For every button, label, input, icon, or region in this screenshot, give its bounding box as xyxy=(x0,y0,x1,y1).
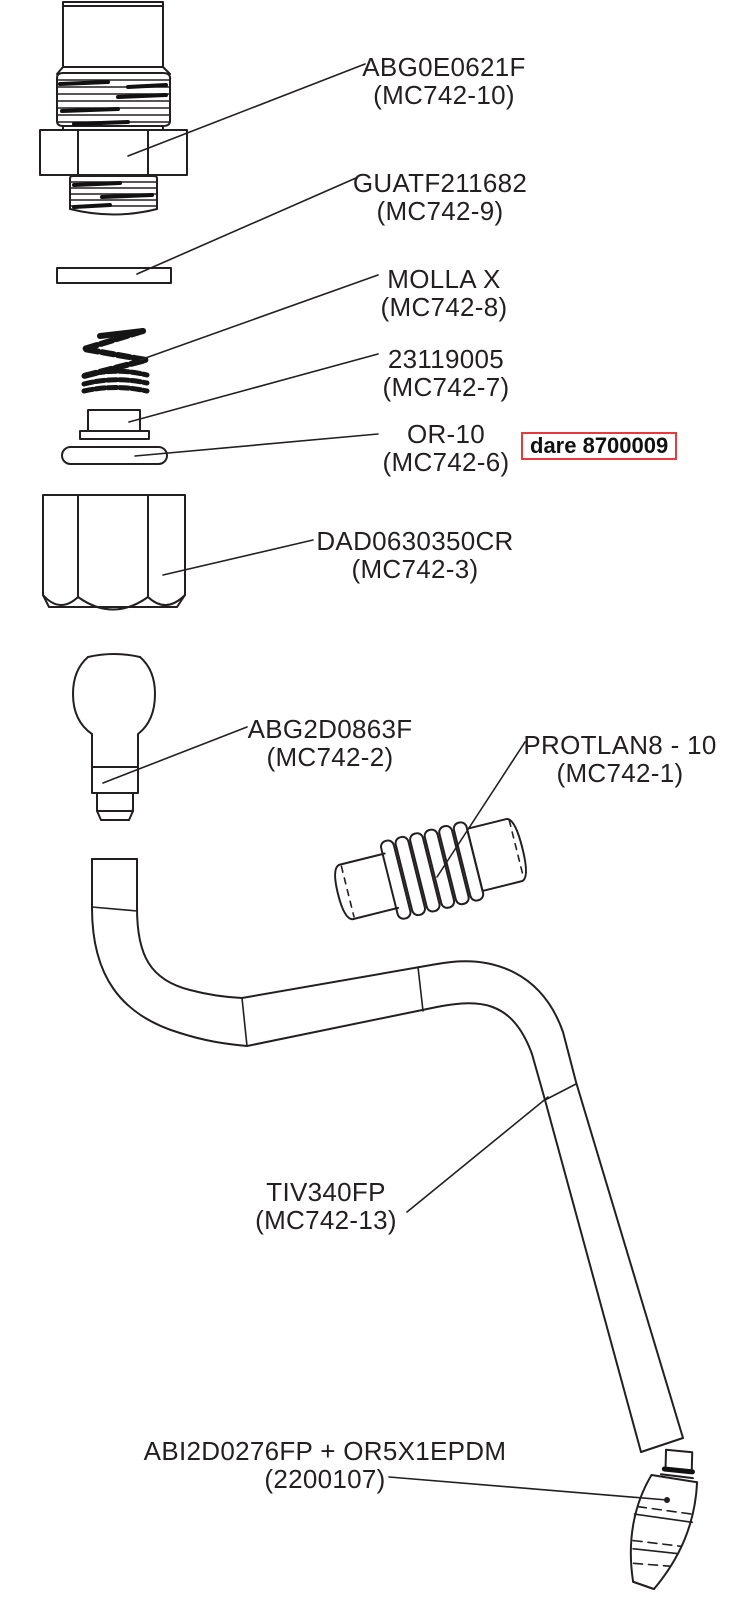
leader-line-mc742-7 xyxy=(128,353,379,423)
part-drawing-bent-tube xyxy=(91,858,684,1453)
part-label-mc742-7: 23119005 (MC742-7) xyxy=(383,345,510,401)
part-label-mc742-9: GUATF211682 (MC742-9) xyxy=(353,169,527,225)
part-ref: (MC742-7) xyxy=(382,372,510,402)
part-code: TIV340FP xyxy=(266,1177,386,1207)
part-code: PROTLAN8 - 10 xyxy=(523,730,717,760)
part-ref: (MC742-9) xyxy=(376,196,504,226)
part-label-mc742-8: MOLLA X (MC742-8) xyxy=(381,265,508,321)
part-drawing-ball-stem xyxy=(72,653,156,821)
part-drawing-washer xyxy=(56,267,172,284)
part-label-mc742-1: PROTLAN8 - 10 (MC742-1) xyxy=(523,731,716,787)
part-drawing-o-ring xyxy=(61,446,168,465)
leader-line-mc742-1 xyxy=(436,741,526,878)
part-label-mc742-10: ABG0E0621F (MC742-10) xyxy=(362,53,525,109)
part-drawing-plunger xyxy=(79,409,150,440)
part-code: MOLLA X xyxy=(387,264,501,294)
part-code: GUATF211682 xyxy=(352,168,528,198)
part-label-mc742-13: TIV340FP (MC742-13) xyxy=(255,1178,397,1234)
part-code: ABG0E0621F xyxy=(362,52,526,82)
leader-line-mc742-9 xyxy=(136,177,357,275)
leader-line-2200107 xyxy=(388,1476,668,1501)
part-ref: (MC742-1) xyxy=(556,758,684,788)
part-ref: (MC742-8) xyxy=(380,292,508,322)
part-ref: (MC742-10) xyxy=(373,80,515,110)
part-drawing-spring xyxy=(81,328,150,394)
leader-line-mc742-2 xyxy=(102,726,248,784)
part-ref: (MC742-13) xyxy=(255,1205,397,1235)
part-code: ABI2D0276FP + OR5X1EPDM xyxy=(143,1436,507,1466)
leader-line-mc742-8 xyxy=(139,274,379,361)
part-drawing-corrugated-sleeve xyxy=(334,817,527,921)
leader-line-mc742-13 xyxy=(406,1096,549,1213)
dare-annotation-box: dare 8700009 xyxy=(521,432,678,460)
leader-line-mc742-6 xyxy=(134,433,379,457)
part-drawing-hex-nut xyxy=(42,494,186,611)
leader-dot xyxy=(664,1497,670,1503)
part-drawing-nozzle xyxy=(629,1448,699,1591)
part-ref: (2200107) xyxy=(264,1464,386,1494)
part-label-mc742-6: OR-10 (MC742-6) xyxy=(383,420,510,476)
part-ref: (MC742-2) xyxy=(266,742,394,772)
leader-line-mc742-10 xyxy=(127,63,366,157)
part-ref: (MC742-3) xyxy=(351,554,479,584)
part-code: OR-10 xyxy=(406,419,486,449)
part-drawing-fitting-body xyxy=(39,1,188,216)
part-label-2200107: ABI2D0276FP + OR5X1EPDM (2200107) xyxy=(144,1437,507,1493)
part-code: 23119005 xyxy=(387,344,505,374)
part-ref: (MC742-6) xyxy=(382,447,510,477)
part-code: ABG2D0863F xyxy=(247,714,413,744)
part-label-mc742-2: ABG2D0863F (MC742-2) xyxy=(248,715,413,771)
leader-line-mc742-3 xyxy=(162,539,314,576)
part-label-mc742-3: DAD0630350CR (MC742-3) xyxy=(316,527,513,583)
part-code: DAD0630350CR xyxy=(316,526,514,556)
